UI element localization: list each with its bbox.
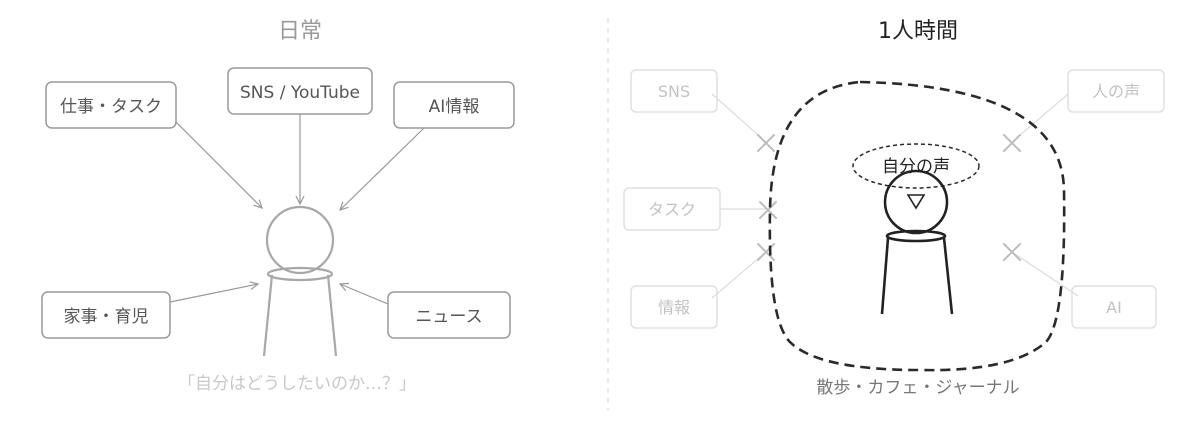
blocked-box-task: タスク (623, 187, 721, 231)
box-housework-childcare-label: 家事・育児 (64, 307, 149, 327)
box-ai-info-label: AI情報 (429, 97, 480, 117)
person-body-right (880, 237, 954, 315)
cross-icon (757, 243, 775, 261)
person-figure-left (262, 205, 338, 357)
blocked-box-others-voice-label: 人の声 (1092, 82, 1140, 101)
left-panel-title: 日常 (278, 19, 322, 44)
inner-voice-bubble (852, 143, 980, 189)
box-news: ニュース (387, 291, 511, 339)
box-sns-youtube-label: SNS / YouTube (240, 83, 360, 103)
blocked-box-sns: SNS (630, 69, 718, 113)
box-news-label: ニュース (415, 307, 482, 327)
box-sns-youtube: SNS / YouTube (227, 67, 373, 115)
box-work-task: 仕事・タスク (45, 81, 177, 129)
person-figure-right (880, 169, 954, 315)
left-panel: 日常 仕事・タスク SNS / YouTube AI情報 家事・育児 ニュース (41, 19, 515, 394)
arrow-ai-info (340, 127, 425, 210)
inner-voice-label: 自分の声 (882, 157, 950, 177)
blocked-box-others-voice: 人の声 (1067, 69, 1165, 113)
cross-icon (757, 134, 775, 152)
right-caption: 散歩・カフェ・ジャーナル (816, 378, 1019, 398)
box-work-task-label: 仕事・タスク (60, 97, 162, 117)
arrow-housework-childcare (169, 284, 258, 303)
person-voice-triangle (906, 194, 926, 210)
arrow-news (340, 284, 389, 305)
blocked-box-sns-label: SNS (658, 82, 690, 101)
cross-icon (759, 201, 777, 219)
right-panel: 1人時間 SNS タスク 情報 人の声 AI (623, 19, 1165, 398)
left-caption: 「自分はどうしたいのか…？」 (178, 374, 416, 394)
cross-icon (1003, 134, 1021, 152)
solitude-boundary (768, 80, 1066, 372)
right-panel-title: 1人時間 (878, 19, 958, 44)
blocked-box-ai-label: AI (1106, 298, 1122, 317)
cross-icon (1003, 243, 1021, 261)
blocked-box-info-label: 情報 (658, 298, 690, 317)
box-ai-info: AI情報 (393, 81, 515, 129)
blocked-box-ai: AI (1071, 285, 1157, 329)
person-head-left (265, 205, 335, 275)
blocked-lines (711, 93, 1079, 299)
blocked-box-info: 情報 (630, 285, 718, 329)
arrow-work-task (175, 121, 262, 208)
person-body-left (262, 274, 338, 357)
block-marks (757, 134, 1021, 261)
blocked-box-task-label: タスク (648, 200, 696, 219)
person-head-right (883, 169, 949, 235)
box-housework-childcare: 家事・育児 (41, 291, 171, 339)
